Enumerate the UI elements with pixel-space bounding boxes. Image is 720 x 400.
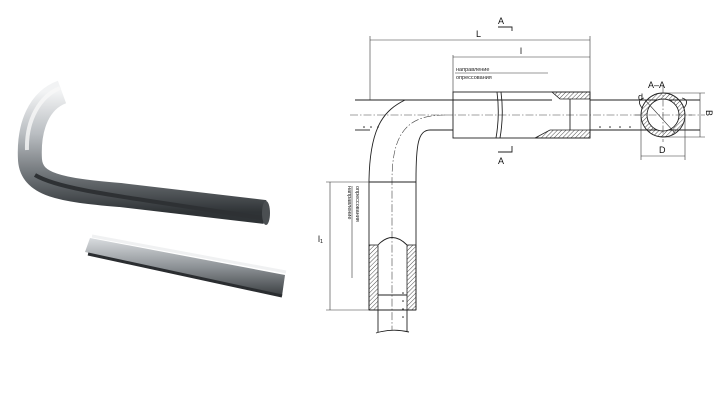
bent-tube	[17, 80, 267, 224]
dim-l: l	[520, 46, 522, 56]
section-mark-top: A	[498, 16, 504, 26]
note-vert-line1: направление	[346, 186, 352, 219]
section-mark-bottom: A	[498, 156, 504, 166]
dim-D: D	[659, 145, 666, 155]
dim-B: B	[704, 110, 714, 116]
half-pipe	[85, 238, 285, 296]
note-line2: опрессования	[456, 75, 492, 81]
dim-l1: l₁	[318, 234, 323, 244]
dim-d: d	[638, 92, 643, 102]
technical-drawing: L A l направление опрессования A	[318, 16, 714, 334]
dim-L: L	[476, 29, 481, 39]
product-photo	[17, 80, 287, 298]
note-vert-line2: опрессования	[354, 186, 360, 222]
section-title: A–A	[648, 80, 665, 90]
note-line1: направление	[456, 67, 489, 73]
cross-section: A–A d B D	[635, 80, 714, 160]
